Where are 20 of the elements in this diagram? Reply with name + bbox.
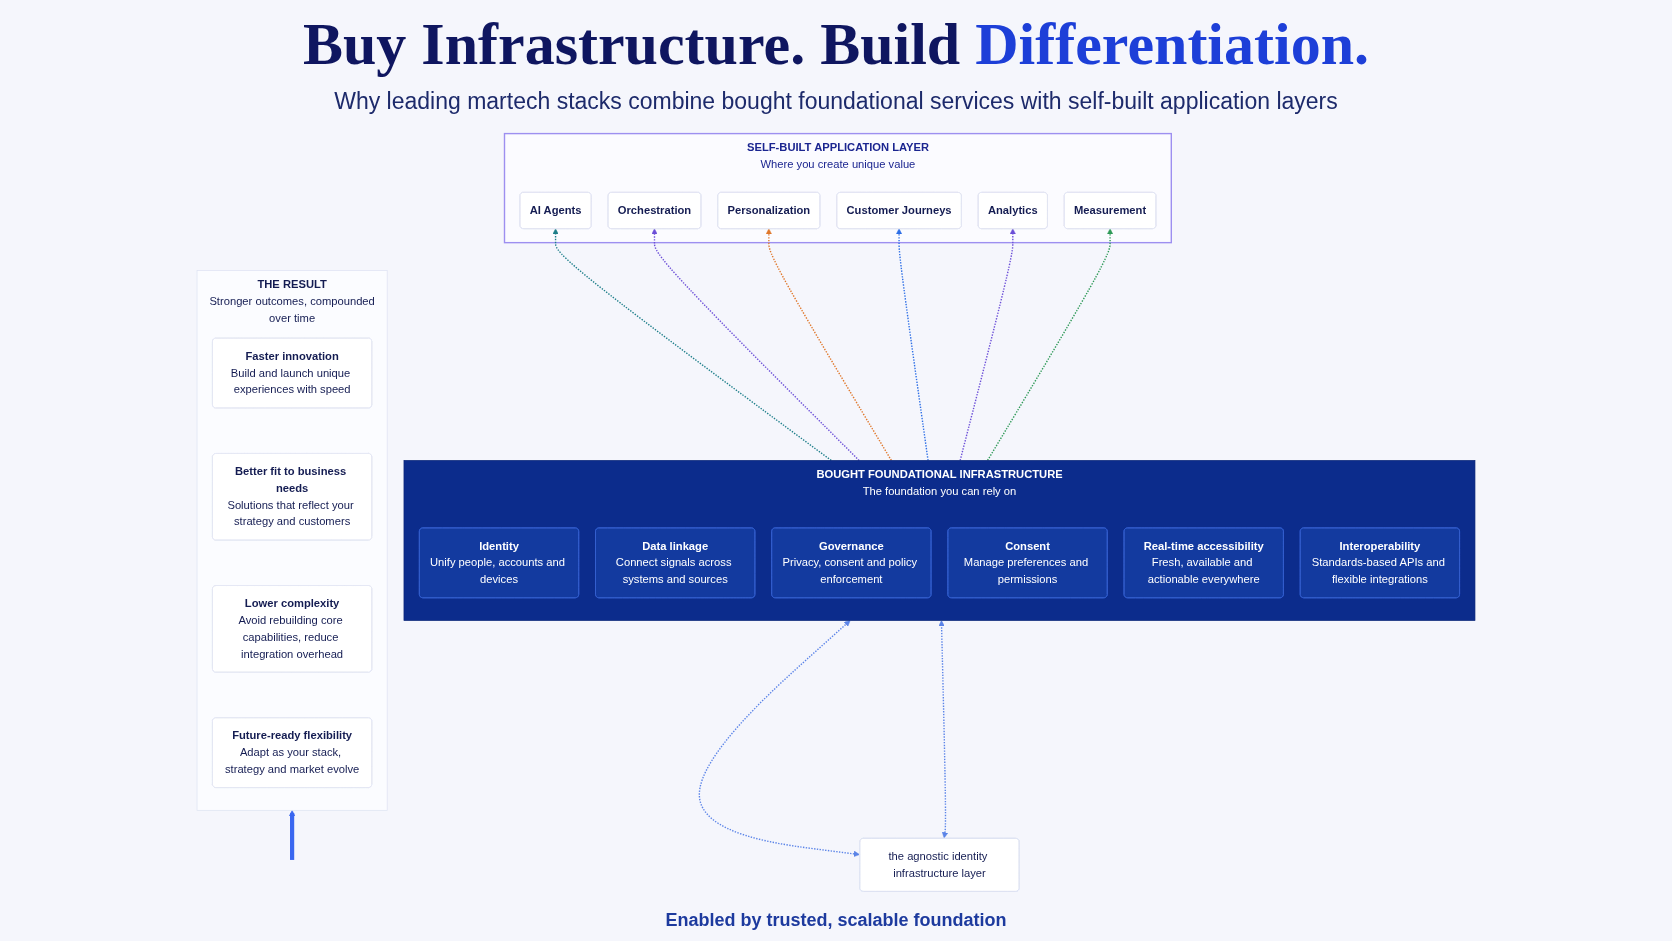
node-text: Measurement <box>1074 204 1147 217</box>
node-text: Faster innovation Build and launch unique experiences with speed <box>230 349 351 396</box>
node-text: Future-ready flexibility Adapt as your stack, strategy and market evolve <box>224 729 360 776</box>
subtitle: Why leading martech stacks combine bought foundational services with self-built application layers <box>334 88 1338 115</box>
node-text: Personalization <box>727 204 811 217</box>
arrow <box>938 620 949 839</box>
note-text: Enabled by trusted, scalable foundation <box>665 910 1007 931</box>
node-text: Lower complexity Avoid rebuilding core capabilities, reduce integration overhead <box>238 597 344 660</box>
node-text: Customer Journeys <box>846 204 952 217</box>
arrow <box>651 228 860 462</box>
node-text: Orchestration <box>617 204 692 217</box>
node-text: AI Agents <box>529 204 582 217</box>
title: Buy Infrastructure. Build Differentiation. <box>301 10 1371 79</box>
node-text: Analytics <box>987 204 1038 217</box>
arrow <box>986 228 1114 462</box>
arrow <box>765 228 893 462</box>
arrow <box>698 620 860 857</box>
arrow <box>289 810 296 860</box>
arrow <box>552 228 832 462</box>
node-text: Better fit to business needs Solutions that reflect your strategy and customers <box>227 465 354 528</box>
